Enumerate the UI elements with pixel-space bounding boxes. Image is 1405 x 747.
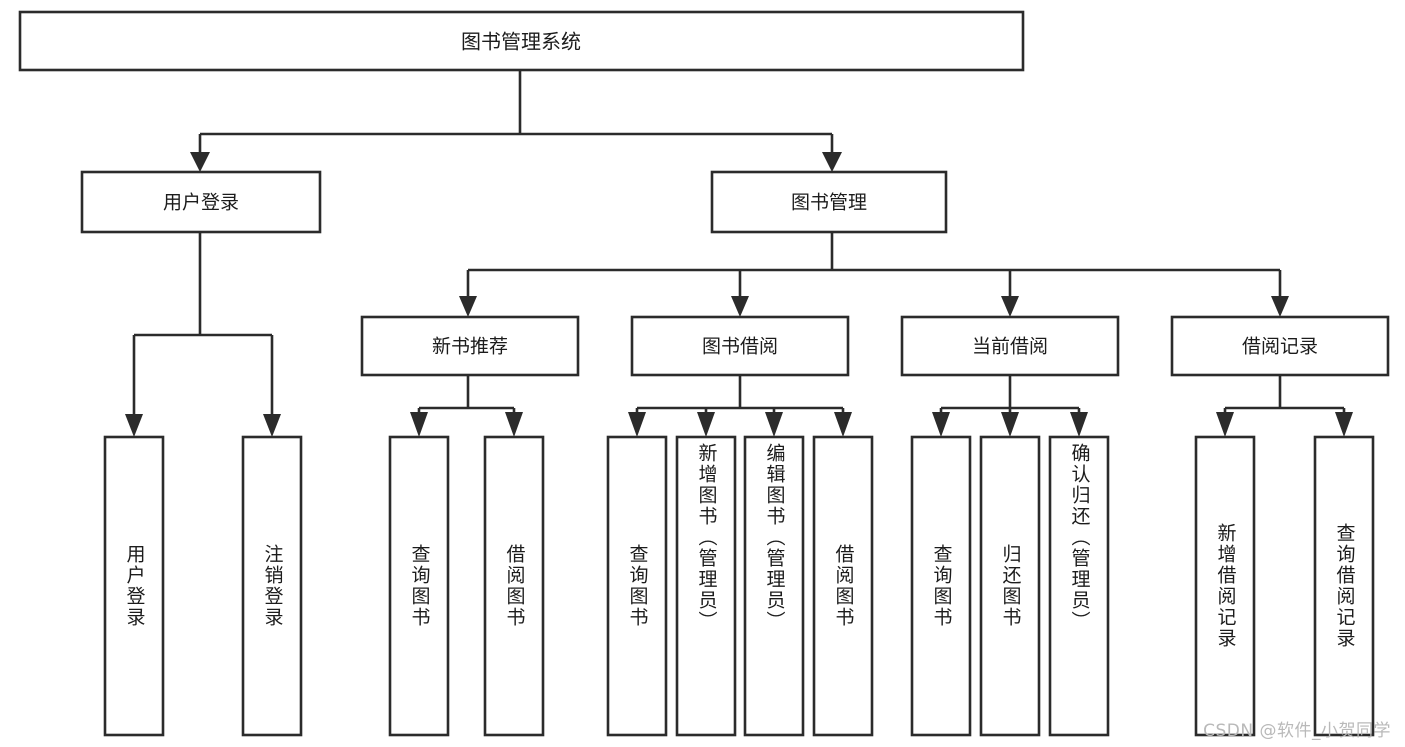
arrow-head-cb-return	[1001, 412, 1019, 437]
node-borrow-record-box[interactable]	[1170, 315, 1390, 377]
node-root-label: 图书管理系统	[461, 30, 581, 54]
arrow-head-nb-borrow	[505, 412, 523, 437]
node-nb-query-box[interactable]	[388, 435, 450, 737]
node-new-book-box[interactable]	[360, 315, 580, 377]
arrow-head-borrow-record	[1271, 296, 1289, 317]
node-bb-borrow-box[interactable]	[812, 435, 874, 737]
node-br-query-box[interactable]	[1313, 435, 1375, 737]
node-user-login-label: 用户登录	[163, 192, 239, 214]
connector-book-manage-to-level3	[466, 232, 1282, 300]
node-user-login-box[interactable]	[80, 170, 322, 234]
arrow-head-current-borrow	[1001, 296, 1019, 317]
arrow-head-nb-query	[410, 412, 428, 437]
node-cb-query-box[interactable]	[910, 435, 972, 737]
node-cb-confirm-box[interactable]	[1048, 435, 1110, 737]
node-root-box[interactable]	[18, 10, 1025, 72]
node-book-borrow-label: 图书借阅	[702, 336, 778, 358]
arrow-head-cb-confirm	[1070, 412, 1088, 437]
connector-borrow-record-to-leaves	[1223, 375, 1346, 418]
arrow-head-new-book	[459, 296, 477, 317]
node-borrow-record-label: 借阅记录	[1242, 336, 1318, 358]
node-bb-query-box[interactable]	[606, 435, 668, 737]
node-br-add-box[interactable]	[1194, 435, 1256, 737]
node-book-manage-label: 图书管理	[791, 192, 867, 214]
node-logout-leaf-box[interactable]	[241, 435, 303, 737]
arrow-head-bb-edit	[765, 412, 783, 437]
node-bb-edit-box[interactable]	[743, 435, 805, 737]
arrow-head-br-query	[1335, 412, 1353, 437]
connector-root-to-level2	[198, 70, 834, 158]
arrow-head-bb-add	[697, 412, 715, 437]
node-nb-borrow-box[interactable]	[483, 435, 545, 737]
node-new-book-label: 新书推荐	[432, 336, 508, 358]
arrow-head-cb-query	[932, 412, 950, 437]
arrow-head-book-manage	[822, 152, 842, 172]
node-current-borrow-box[interactable]	[900, 315, 1120, 377]
connector-new-book-to-leaves	[417, 375, 516, 418]
arrow-head-logout-leaf	[263, 414, 281, 437]
node-bb-add-box[interactable]	[675, 435, 737, 737]
arrow-head-br-add	[1216, 412, 1234, 437]
node-cb-return-box[interactable]	[979, 435, 1041, 737]
node-current-borrow-label: 当前借阅	[972, 336, 1048, 358]
arrow-head-bb-borrow	[834, 412, 852, 437]
connector-book-borrow-to-leaves	[635, 375, 845, 418]
arrow-head-book-borrow	[731, 296, 749, 317]
arrow-head-user-login-leaf	[125, 414, 143, 437]
node-book-borrow-box[interactable]	[630, 315, 850, 377]
connector-current-borrow-to-leaves	[939, 375, 1081, 418]
node-book-manage-box[interactable]	[710, 170, 948, 234]
connector-user-login-to-leaves	[132, 232, 274, 418]
arrow-head-bb-query	[628, 412, 646, 437]
arrow-head-user-login	[190, 152, 210, 172]
node-user-login-leaf-box[interactable]	[103, 435, 165, 737]
